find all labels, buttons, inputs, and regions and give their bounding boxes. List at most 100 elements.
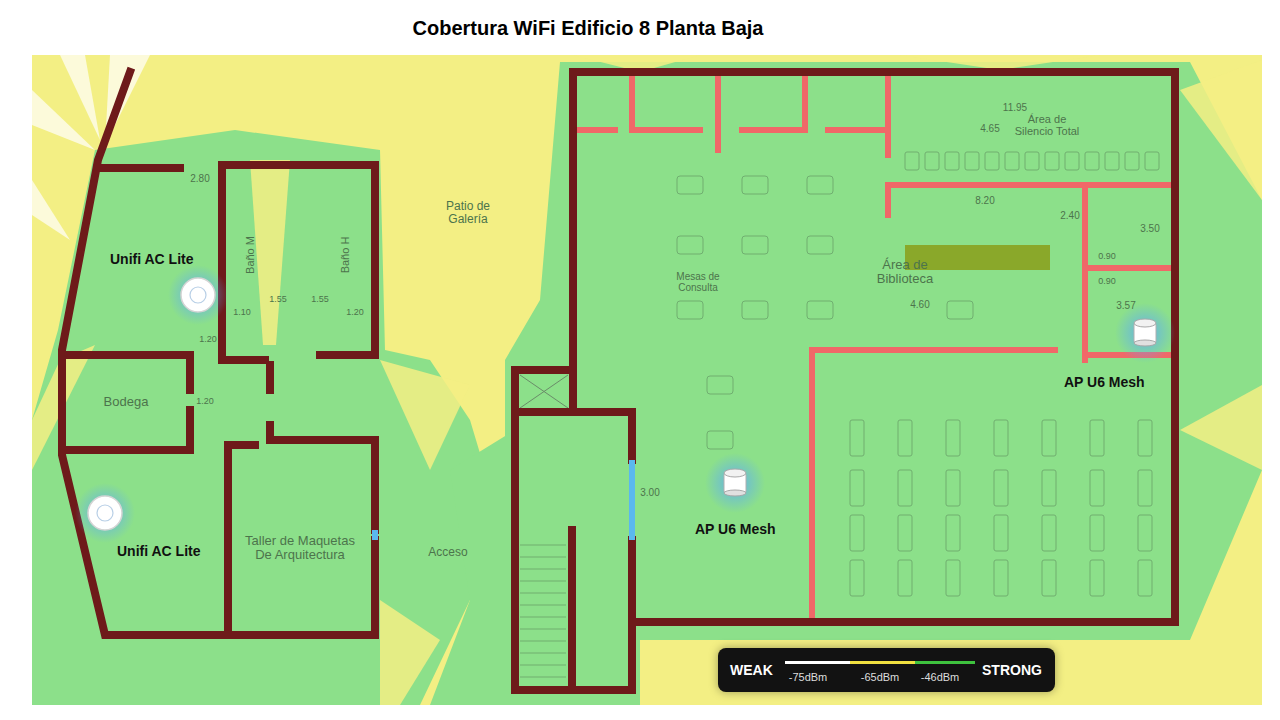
table — [807, 301, 833, 319]
stair-step — [520, 617, 566, 618]
archive-rack — [1138, 560, 1152, 596]
plan-label: Mesas de Consulta — [667, 271, 729, 293]
exterior-wall — [62, 72, 375, 635]
ap-icon — [168, 265, 228, 325]
plan-label: 0.90 — [1098, 277, 1116, 287]
bookshelf — [1125, 152, 1139, 170]
access-point: AP U6 Mesh — [693, 520, 782, 540]
ap-ring — [190, 287, 206, 303]
exterior-wall — [568, 530, 576, 690]
table — [742, 176, 768, 194]
stair-step — [520, 605, 566, 606]
exterior-wall — [228, 441, 255, 449]
glass-door — [629, 460, 635, 540]
table — [807, 176, 833, 194]
bookshelf — [1025, 152, 1039, 170]
interior-wall — [888, 182, 1168, 188]
stair-step — [520, 641, 566, 642]
table — [947, 301, 973, 319]
ap-base — [724, 490, 746, 496]
bookshelf — [1145, 152, 1159, 170]
interior-wall — [1082, 185, 1088, 360]
ap-icon — [705, 453, 765, 513]
plan-label: 1.55 — [269, 295, 287, 305]
plan-label: 11.95 — [1003, 102, 1027, 113]
archive-rack — [946, 420, 960, 456]
elevator-cross — [520, 375, 568, 408]
exterior-wall — [62, 355, 190, 390]
plan-label: 0.90 — [1098, 252, 1116, 262]
plan-label: Taller de Maquetas De Arquitectura — [243, 534, 358, 563]
exterior-wall — [98, 164, 180, 172]
legend-label: -75dBm — [789, 671, 828, 683]
archive-rack — [1042, 420, 1056, 456]
plan-label: 2.40 — [1060, 210, 1079, 221]
bookshelf — [1105, 152, 1119, 170]
signal-legend: WEAK-75dBm-65dBm-46dBmSTRONG — [718, 648, 1055, 692]
table — [807, 236, 833, 254]
archive-rack — [1138, 420, 1152, 456]
stair-step — [520, 629, 566, 630]
ap-icon — [75, 483, 135, 543]
stair-step — [520, 557, 566, 558]
archive-rack — [1042, 470, 1056, 506]
archive-rack — [946, 470, 960, 506]
table — [742, 301, 768, 319]
plan-label: Área de Silencio Total — [1007, 113, 1087, 137]
ap-disc — [88, 496, 122, 530]
archive-rack — [1090, 515, 1104, 551]
ap-disc — [181, 278, 215, 312]
interior-wall — [812, 350, 1055, 622]
archive-rack — [850, 515, 864, 551]
legend-swatch — [850, 661, 915, 664]
archive-rack — [850, 420, 864, 456]
plan-label: 3.57 — [1116, 300, 1135, 311]
stair-step — [520, 581, 566, 582]
archive-rack — [1090, 560, 1104, 596]
interior-wall — [580, 127, 615, 133]
ap-label: AP U6 Mesh — [693, 520, 778, 538]
medium-signal-beam — [900, 55, 1100, 70]
plan-label: 1.20 — [199, 335, 217, 345]
plan-label: Acceso — [428, 546, 467, 559]
plan-label: Baño H — [339, 237, 351, 274]
access-point: Unifi AC Lite — [108, 250, 200, 270]
legend-label: -65dBm — [861, 671, 900, 683]
ap-base — [1134, 340, 1156, 346]
exterior-wall — [222, 165, 375, 355]
plan-label: 3.00 — [640, 487, 659, 498]
ap-glow — [705, 453, 765, 513]
legend-label: WEAK — [730, 662, 773, 678]
archive-rack — [994, 560, 1008, 596]
interior-wall — [715, 72, 721, 150]
plan-label: 3.50 — [1140, 223, 1159, 234]
exterior-wall — [569, 370, 577, 412]
ap-label: AP U6 Mesh — [1062, 373, 1147, 391]
table — [677, 176, 703, 194]
strong-signal-area — [505, 62, 1262, 705]
archive-rack — [898, 470, 912, 506]
plan-label: Bodega — [104, 395, 149, 409]
exterior-wall — [266, 365, 274, 390]
table — [677, 301, 703, 319]
medium-signal-beam — [250, 160, 290, 345]
archive-rack — [946, 560, 960, 596]
exterior-wall — [222, 165, 265, 360]
plan-label: 8.20 — [975, 195, 994, 206]
table — [707, 376, 733, 394]
ap-glow — [1115, 303, 1175, 363]
ap-label: Unifi AC Lite — [115, 542, 202, 560]
interior-wall — [828, 127, 888, 133]
ap-ring — [97, 505, 113, 521]
exterior-wall — [224, 445, 232, 635]
table — [677, 236, 703, 254]
archive-rack — [994, 515, 1008, 551]
archive-rack — [1138, 515, 1152, 551]
medium-signal-beam — [1180, 60, 1262, 200]
bookshelf — [965, 152, 979, 170]
plan-label: 1.20 — [346, 308, 364, 318]
bookshelf — [985, 152, 999, 170]
no-signal-beam — [32, 90, 95, 150]
exterior-wall — [515, 370, 573, 412]
no-signal-beam — [32, 180, 70, 240]
